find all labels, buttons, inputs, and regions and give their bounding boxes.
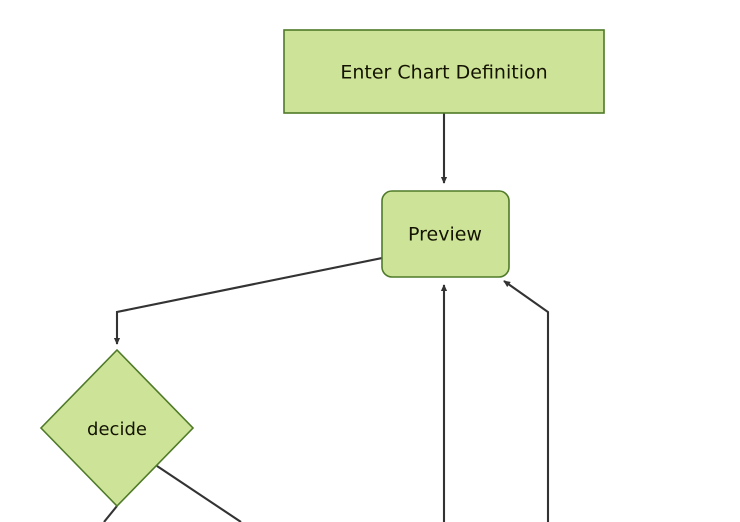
edge-decide-branch-left bbox=[103, 505, 118, 522]
node-enter-chart-definition-label: Enter Chart Definition bbox=[340, 62, 547, 84]
node-enter-chart-definition[interactable]: Enter Chart Definition bbox=[283, 29, 605, 114]
node-preview[interactable]: Preview bbox=[381, 190, 510, 278]
node-preview-label: Preview bbox=[408, 224, 482, 246]
edge-preview-to-decide bbox=[113, 256, 383, 345]
edges-layer bbox=[103, 113, 550, 522]
node-decide-label: decide bbox=[87, 419, 147, 440]
node-enter-chart-definition-shape[interactable] bbox=[283, 29, 605, 114]
node-preview-shape[interactable] bbox=[381, 190, 510, 278]
edge-decide-branch-right bbox=[156, 465, 242, 522]
node-decide-shape[interactable] bbox=[39, 348, 195, 508]
node-decide[interactable]: decide bbox=[39, 348, 195, 508]
nodes-layer: Enter Chart Definition Preview decide bbox=[39, 29, 605, 508]
edge-return-diagonal-to-preview bbox=[503, 280, 550, 522]
